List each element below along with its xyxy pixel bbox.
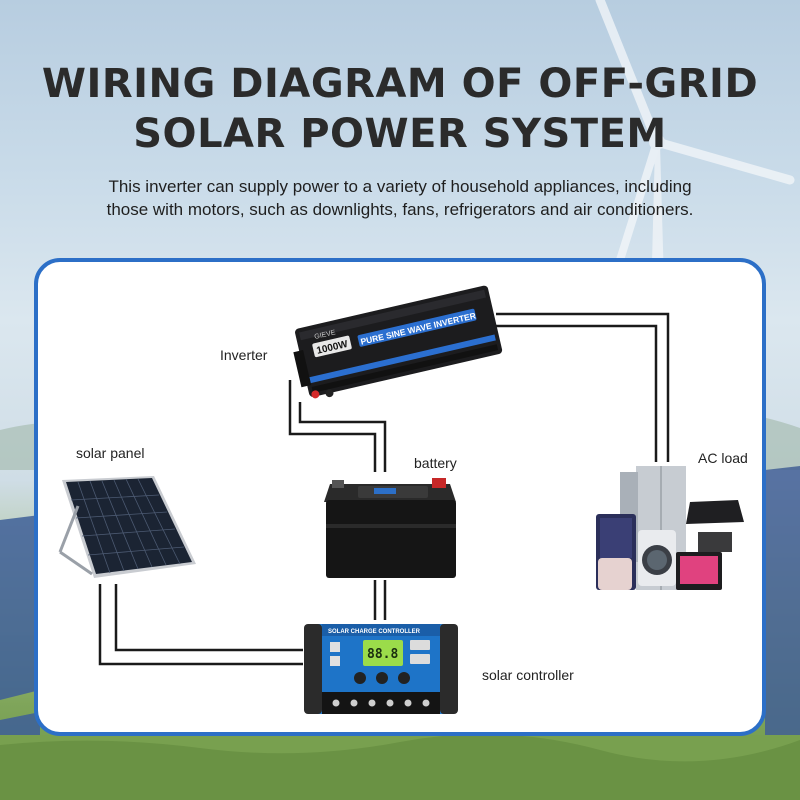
subtitle-line-1: This inverter can supply power to a vari… — [108, 177, 692, 196]
label-battery: battery — [414, 455, 457, 471]
subtitle-line-2: those with motors, such as downlights, f… — [106, 200, 694, 219]
label-inverter: Inverter — [220, 347, 268, 363]
diagram-panel: 1000W PURE SINE WAVE INVERTER GIEVE — [34, 258, 766, 736]
label-ac-load: AC load — [698, 450, 748, 466]
battery-image — [324, 478, 456, 578]
solar-controller-image: SOLAR CHARGE CONTROLLER 88.8 — [304, 624, 458, 714]
wire-panel-controller-1 — [98, 584, 303, 666]
wire-inverter-battery-1 — [288, 380, 377, 472]
wire-panel-controller-2 — [114, 584, 303, 652]
solar-panel-image — [58, 476, 196, 578]
inverter-brand-print: GIEVE — [314, 329, 337, 341]
controller-display-print: 88.8 — [367, 647, 398, 662]
wire-inverter-battery-2 — [298, 402, 387, 472]
page-title-line-2: SOLAR POWER SYSTEM — [133, 111, 667, 157]
label-solar-controller: solar controller — [482, 667, 574, 683]
solar-field-right — [765, 466, 800, 765]
label-solar-panel: solar panel — [76, 445, 145, 461]
wire-inverter-acload-2 — [496, 324, 658, 462]
ac-load-appliances-image — [596, 466, 744, 590]
controller-title-print: SOLAR CHARGE CONTROLLER — [328, 629, 421, 635]
wiring-lines — [98, 312, 670, 666]
wire-inverter-acload-1 — [496, 312, 670, 462]
page-title-line-1: WIRING DIAGRAM OF OFF-GRID — [41, 61, 759, 107]
inverter-image: 1000W PURE SINE WAVE INVERTER GIEVE — [293, 285, 503, 399]
